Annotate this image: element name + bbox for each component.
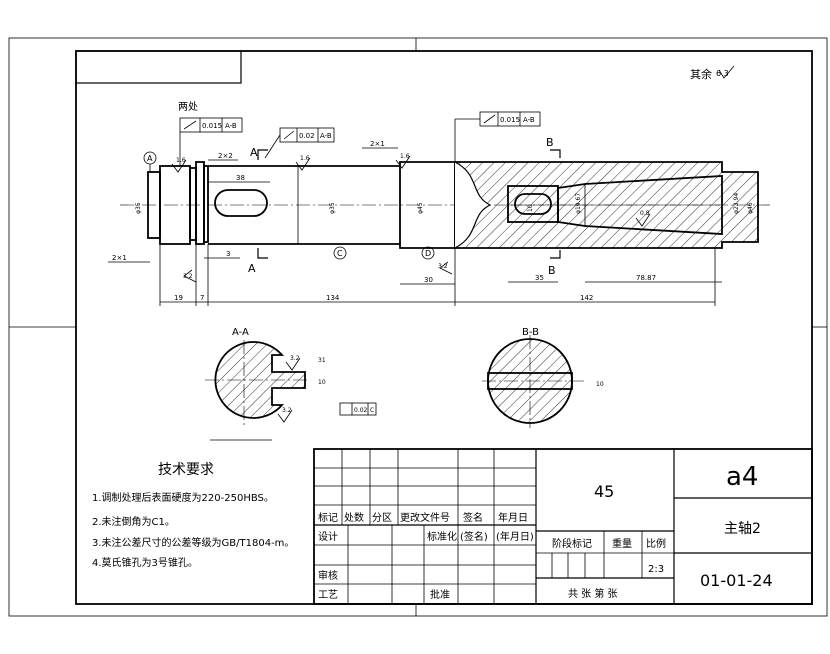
- svg-text:3.未注公差尺寸的公差等级为GB/T1804-m。: 3.未注公差尺寸的公差等级为GB/T1804-m。: [92, 536, 294, 549]
- svg-text:φ45: φ45: [417, 202, 424, 214]
- shaft-main-view: [120, 161, 770, 249]
- svg-text:C: C: [337, 249, 343, 258]
- svg-text:0.8: 0.8: [640, 210, 650, 217]
- svg-text:年月日: 年月日: [498, 511, 528, 524]
- svg-text:01-01-24: 01-01-24: [700, 571, 773, 590]
- svg-text:19: 19: [174, 294, 183, 302]
- svg-text:工艺: 工艺: [318, 589, 338, 601]
- svg-text:批准: 批准: [430, 588, 450, 601]
- svg-text:78.87: 78.87: [636, 274, 656, 282]
- svg-text:标记: 标记: [318, 512, 338, 524]
- svg-text:1.6: 1.6: [400, 153, 410, 160]
- svg-text:2×1: 2×1: [112, 254, 127, 262]
- gdt-frames: 两处 0.015 A-B 0.02 A-B 0.015 A-B A C D: [143, 101, 541, 260]
- svg-text:(签名): (签名): [460, 530, 488, 543]
- svg-text:2×2: 2×2: [218, 152, 233, 160]
- svg-text:10: 10: [527, 204, 534, 212]
- svg-text:A: A: [147, 154, 153, 163]
- svg-text:2:3: 2:3: [648, 564, 664, 575]
- svg-text:0.02: 0.02: [354, 407, 368, 414]
- svg-text:A-B: A-B: [523, 116, 535, 124]
- svg-text:主轴2: 主轴2: [724, 521, 761, 537]
- svg-text:134: 134: [326, 294, 340, 302]
- svg-text:φ35: φ35: [135, 202, 142, 214]
- svg-text:签名: 签名: [463, 511, 483, 524]
- svg-text:1.6: 1.6: [300, 155, 310, 162]
- surface-notes: 2×2 2×1 2×1 1.6 1.6 1.6 0.8 3.2 3.2 3.2 …: [108, 140, 651, 423]
- svg-text:共 张 第 张: 共 张 第 张: [568, 587, 618, 600]
- svg-text:3.2: 3.2: [183, 273, 193, 280]
- svg-text:0.015: 0.015: [500, 116, 520, 124]
- svg-text:1.调制处理后表面硬度为220-250HBS。: 1.调制处理后表面硬度为220-250HBS。: [92, 491, 274, 504]
- dimensions: 38 3 30 35 78.87 19 7 134 142 φ35 φ35 φ4…: [135, 174, 754, 306]
- svg-text:A: A: [250, 146, 258, 159]
- svg-text:φ46: φ46: [747, 202, 754, 214]
- svg-text:设计: 设计: [318, 530, 338, 543]
- svg-text:φ35: φ35: [329, 202, 336, 214]
- svg-text:φ19.67: φ19.67: [575, 193, 582, 214]
- svg-text:技术要求: 技术要求: [158, 462, 214, 478]
- technical-requirements: 技术要求 1.调制处理后表面硬度为220-250HBS。 2.未注倒角为C1。 …: [92, 462, 294, 569]
- svg-text:A-B: A-B: [320, 132, 332, 140]
- svg-text:0.015: 0.015: [202, 122, 222, 130]
- svg-text:45: 45: [594, 482, 614, 501]
- svg-text:(年月日): (年月日): [496, 530, 534, 543]
- svg-text:6.3: 6.3: [716, 69, 729, 78]
- svg-text:142: 142: [580, 294, 593, 302]
- drawing-frame: [8, 37, 828, 617]
- svg-text:3.2: 3.2: [438, 263, 448, 270]
- svg-text:3: 3: [226, 250, 230, 258]
- title-block: 标记 处数 分区 更改文件号 签名 年月日 设计 标准化 (签名) (年月日) …: [313, 448, 813, 605]
- svg-text:审核: 审核: [318, 569, 338, 582]
- section-markers: A A B B: [248, 136, 561, 277]
- svg-text:2×1: 2×1: [370, 140, 385, 148]
- svg-text:0.02: 0.02: [299, 132, 315, 140]
- svg-text:10: 10: [596, 381, 604, 388]
- svg-text:10: 10: [318, 379, 326, 386]
- svg-text:30: 30: [424, 276, 433, 284]
- svg-text:B: B: [548, 264, 556, 277]
- general-roughness-note: 其余 6.3: [690, 65, 735, 81]
- svg-text:标准化: 标准化: [427, 530, 457, 543]
- svg-text:A: A: [248, 262, 256, 275]
- svg-text:3.2: 3.2: [282, 407, 292, 414]
- svg-text:7: 7: [200, 294, 204, 302]
- svg-text:1.6: 1.6: [176, 157, 186, 164]
- svg-text:其余: 其余: [690, 67, 712, 81]
- svg-text:3.2: 3.2: [290, 355, 300, 362]
- svg-text:2.未注倒角为C1。: 2.未注倒角为C1。: [92, 515, 175, 528]
- svg-text:D: D: [425, 249, 431, 258]
- section-b-b: B-B 10: [482, 327, 604, 428]
- svg-text:4.莫氏锥孔为3号锥孔。: 4.莫氏锥孔为3号锥孔。: [92, 557, 198, 569]
- svg-text:B: B: [546, 136, 554, 149]
- svg-text:更改文件号: 更改文件号: [400, 511, 450, 524]
- svg-text:31: 31: [318, 357, 326, 364]
- svg-text:比例: 比例: [646, 537, 666, 550]
- svg-text:φ23.94: φ23.94: [733, 193, 740, 214]
- svg-text:处数: 处数: [344, 511, 364, 524]
- svg-text:A-B: A-B: [225, 122, 237, 130]
- section-a-a: A-A 31 10 0.02 C: [205, 327, 377, 441]
- svg-text:分区: 分区: [372, 512, 392, 524]
- svg-text:a4: a4: [726, 462, 758, 492]
- svg-text:35: 35: [535, 274, 544, 282]
- svg-text:B-B: B-B: [522, 327, 539, 338]
- svg-text:A-A: A-A: [232, 327, 249, 338]
- svg-text:38: 38: [236, 174, 245, 182]
- svg-text:阶段标记: 阶段标记: [552, 537, 592, 550]
- svg-text:两处: 两处: [178, 101, 198, 113]
- svg-text:C: C: [370, 407, 374, 414]
- svg-text:重量: 重量: [612, 537, 632, 550]
